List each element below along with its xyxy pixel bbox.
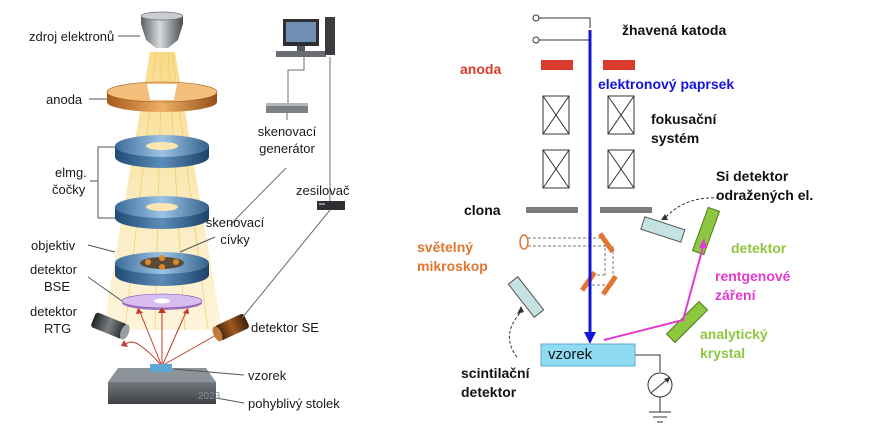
analyzer-label-2: krystal [700,345,746,361]
se-detector-label: detektor SE [251,320,319,335]
bse-label-1: detektor [30,262,77,277]
em-lenses-label-1: elmg. [55,165,87,180]
watermark: 2023 [198,391,221,402]
anode-label-left: anoda [46,92,83,107]
scan-coils-label-2: cívky [220,232,250,247]
sample-label-right: vzorek [548,346,593,363]
objective-ring [115,252,209,286]
aperture-label: clona [464,202,501,218]
cathode-label: žhavená katoda [622,22,727,38]
xray-label-1: rentgenové [715,268,791,284]
em-lenses-label-2: čočky [52,182,86,197]
electron-source-label: zdroj elektronů [29,29,115,44]
sample-label-left: vzorek [248,368,287,383]
si-detector-label-1: Si detektor [716,168,789,184]
lens-ring-2 [115,196,209,229]
bse-label-2: BSE [44,279,71,294]
stage-label: pohyblivý stolek [248,396,340,411]
amplifier-label: zesilovač [296,183,350,198]
xray-label-2: záření [715,287,756,303]
objective-label: objektiv [31,238,76,253]
scan-generator-label-1: skenovací [257,124,317,139]
scintillation-label-2: detektor [461,384,517,400]
microscope-label-1: světelný [417,239,474,255]
focus-label-2: systém [651,130,700,146]
anode-label-right: anoda [460,61,502,77]
scan-coils-label-1: skenovací [205,215,265,230]
analyzer-label-1: analytický [700,326,768,342]
focus-label-1: fokusační [651,111,717,127]
si-detector-label-2: odražených el. [716,187,814,203]
detector-label: detektor [731,240,787,256]
rtg-label-1: detektor [30,304,77,319]
microscope-label-2: mikroskop [417,258,488,274]
beam-label: elektronový paprsek [598,76,735,92]
amplifier-icon [317,201,345,210]
computer-icon [276,17,335,57]
lens-ring-1 [115,135,209,168]
rtg-label-2: RTG [44,321,72,336]
scintillation-label-1: scintilační [461,365,530,381]
scan-generator-label-2: generátor [259,141,315,156]
scan-generator-icon [266,103,308,113]
